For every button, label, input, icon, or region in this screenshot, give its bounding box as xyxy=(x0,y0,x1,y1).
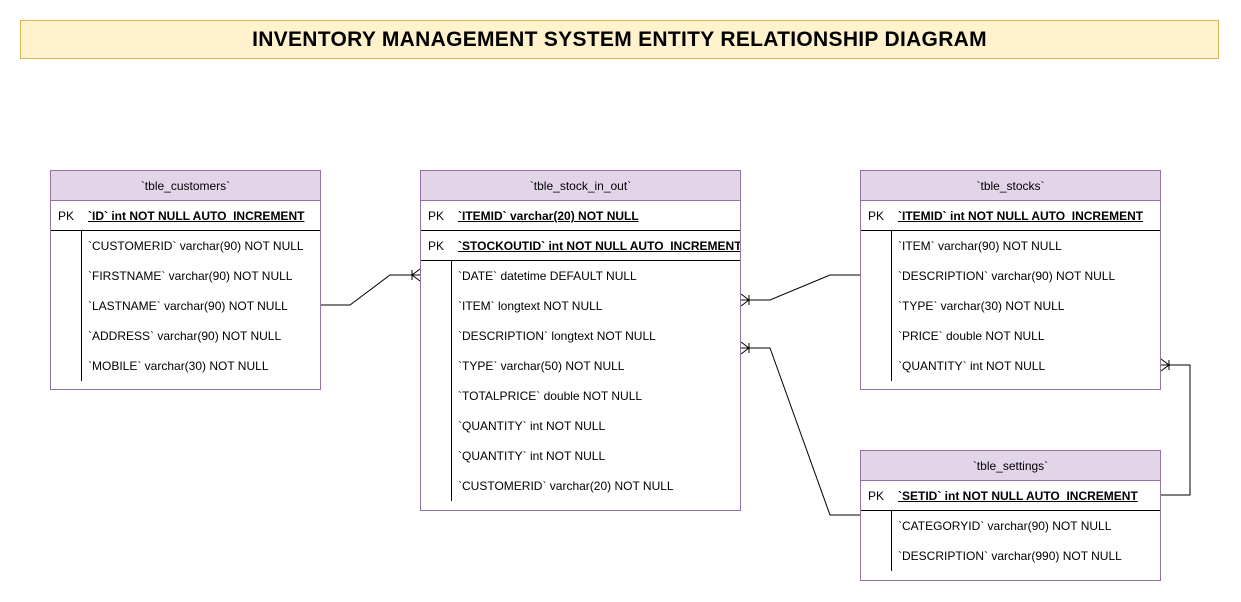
relationship-settings-stocks xyxy=(1161,364,1191,496)
crowfoot-marker xyxy=(740,293,750,307)
field-text: `DESCRIPTION` varchar(90) NOT NULL xyxy=(898,269,1116,283)
field-text: `QUANTITY` int NOT NULL xyxy=(898,359,1046,373)
entity-field-row: `ADDRESS` varchar(90) NOT NULL xyxy=(51,321,320,351)
column-divider xyxy=(891,231,892,381)
entity-field-row: `FIRSTNAME` varchar(90) NOT NULL xyxy=(51,261,320,291)
entity-field-row: `PRICE` double NOT NULL xyxy=(861,321,1160,351)
field-text: `ITEM` varchar(90) NOT NULL xyxy=(898,239,1062,253)
entity-field-row: `CUSTOMERID` varchar(90) NOT NULL xyxy=(51,231,320,261)
pk-field: `SETID` int NOT NULL AUTO_INCREMENT xyxy=(898,489,1138,503)
entity-field-row: `LASTNAME` varchar(90) NOT NULL xyxy=(51,291,320,321)
field-text: `ADDRESS` varchar(90) NOT NULL xyxy=(88,329,282,343)
entity-field-row: `MOBILE` varchar(30) NOT NULL xyxy=(51,351,320,381)
pk-label: PK xyxy=(867,489,884,503)
field-text: `TYPE` varchar(30) NOT NULL xyxy=(898,299,1065,313)
entity-field-row: `TYPE` varchar(30) NOT NULL xyxy=(861,291,1160,321)
entity-field-row: `CATEGORYID` varchar(90) NOT NULL xyxy=(861,511,1160,541)
field-text: `LASTNAME` varchar(90) NOT NULL xyxy=(88,299,288,313)
field-text: `TOTALPRICE` double NOT NULL xyxy=(458,389,643,403)
pk-label: PK xyxy=(427,209,444,223)
field-text: `TYPE` varchar(50) NOT NULL xyxy=(458,359,625,373)
entity-field-row: `QUANTITY` int NOT NULL xyxy=(421,411,740,441)
pk-field: `ITEMID` int NOT NULL AUTO_INCREMENT xyxy=(898,209,1144,223)
entity-tble-customers[interactable]: `tble_customers` PK `ID` int NOT NULL AU… xyxy=(50,170,321,390)
entity-field-row: `DATE` datetime DEFAULT NULL xyxy=(421,261,740,291)
entity-field-row: `TYPE` varchar(50) NOT NULL xyxy=(421,351,740,381)
entity-tble-settings[interactable]: `tble_settings` PK `SETID` int NOT NULL … xyxy=(860,450,1161,581)
entity-field-row: `DESCRIPTION` varchar(90) NOT NULL xyxy=(861,261,1160,291)
pk-label: PK xyxy=(57,209,74,223)
entity-tble-stock-in-out[interactable]: `tble_stock_in_out` PK `ITEMID` varchar(… xyxy=(420,170,741,511)
diagram-title-bar: INVENTORY MANAGEMENT SYSTEM ENTITY RELAT… xyxy=(20,20,1219,59)
pk-label: PK xyxy=(867,209,884,223)
entity-field-row: `ITEM` varchar(90) NOT NULL xyxy=(861,231,1160,261)
column-divider xyxy=(891,511,892,571)
field-text: `CUSTOMERID` varchar(20) NOT NULL xyxy=(458,479,674,493)
field-text: `DESCRIPTION` longtext NOT NULL xyxy=(458,329,656,343)
entity-field-row: `ITEM` longtext NOT NULL xyxy=(421,291,740,321)
entity-header: `tble_stock_in_out` xyxy=(421,171,740,201)
field-text: `ITEM` longtext NOT NULL xyxy=(458,299,603,313)
field-text: `CUSTOMERID` varchar(90) NOT NULL xyxy=(88,239,304,253)
entity-field-row: `DESCRIPTION` varchar(990) NOT NULL xyxy=(861,541,1160,571)
pk-label: PK xyxy=(427,239,444,253)
entity-field-row: `CUSTOMERID` varchar(20) NOT NULL xyxy=(421,471,740,501)
field-text: `DATE` datetime DEFAULT NULL xyxy=(458,269,637,283)
entity-header: `tble_stocks` xyxy=(861,171,1160,201)
relationship-stock-settings xyxy=(741,347,860,516)
entity-header: `tble_customers` xyxy=(51,171,320,201)
field-text: `CATEGORYID` varchar(90) NOT NULL xyxy=(898,519,1112,533)
field-text: `DESCRIPTION` varchar(990) NOT NULL xyxy=(898,549,1122,563)
entity-field-row: `DESCRIPTION` longtext NOT NULL xyxy=(421,321,740,351)
entity-field-row: `TOTALPRICE` double NOT NULL xyxy=(421,381,740,411)
column-divider xyxy=(451,261,452,501)
entity-field-row: `QUANTITY` int NOT NULL xyxy=(861,351,1160,381)
entity-pk-row: PK `SETID` int NOT NULL AUTO_INCREMENT xyxy=(861,481,1160,511)
pk-field: `ID` int NOT NULL AUTO_INCREMENT xyxy=(88,209,305,223)
entity-pk-row: PK `ITEMID` int NOT NULL AUTO_INCREMENT xyxy=(861,201,1160,231)
entity-pk-row: PK `ITEMID` varchar(20) NOT NULL xyxy=(421,201,740,231)
pk-field: `ITEMID` varchar(20) NOT NULL xyxy=(458,209,639,223)
entity-pk-row: PK `STOCKOUTID` int NOT NULL AUTO_INCREM… xyxy=(421,231,740,261)
crowfoot-marker xyxy=(740,341,750,355)
diagram-title: INVENTORY MANAGEMENT SYSTEM ENTITY RELAT… xyxy=(252,27,987,51)
column-divider xyxy=(81,231,82,381)
relationship-customers-stock xyxy=(321,274,420,306)
field-text: `MOBILE` varchar(30) NOT NULL xyxy=(88,359,269,373)
pk-field: `STOCKOUTID` int NOT NULL AUTO_INCREMENT xyxy=(458,239,740,253)
entity-field-row: `QUANTITY` int NOT NULL xyxy=(421,441,740,471)
field-text: `FIRSTNAME` varchar(90) NOT NULL xyxy=(88,269,293,283)
field-text: `PRICE` double NOT NULL xyxy=(898,329,1045,343)
entity-header: `tble_settings` xyxy=(861,451,1160,481)
entity-pk-row: PK `ID` int NOT NULL AUTO_INCREMENT xyxy=(51,201,320,231)
crowfoot-marker xyxy=(1160,358,1170,372)
relationship-stock-stocks xyxy=(741,274,860,301)
field-text: `QUANTITY` int NOT NULL xyxy=(458,449,606,463)
field-text: `QUANTITY` int NOT NULL xyxy=(458,419,606,433)
crowfoot-marker xyxy=(411,268,421,282)
entity-tble-stocks[interactable]: `tble_stocks` PK `ITEMID` int NOT NULL A… xyxy=(860,170,1161,390)
